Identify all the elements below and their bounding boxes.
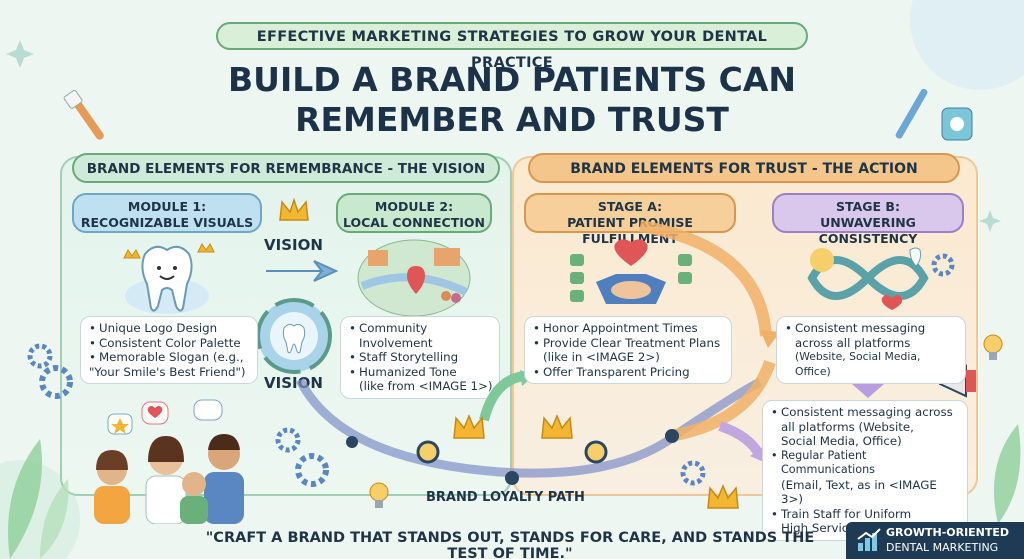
list-item-continuation: "Your Smile's Best Friend"): [89, 364, 246, 379]
module-1-title: RECOGNIZABLE VISUALS: [80, 215, 254, 230]
list-item: Offer Transparent Pricing: [533, 365, 725, 380]
module-1-number: MODULE 1:: [127, 199, 207, 214]
closing-quote: "CRAFT A BRAND THAT STANDS OUT, STANDS F…: [205, 530, 815, 559]
crown-icon: [707, 484, 739, 509]
title-line-2: REMEMBER AND TRUST: [295, 100, 729, 139]
lightbulb-icon: [369, 482, 389, 508]
list-item: Consistent Color Palette: [89, 336, 251, 351]
logo-line-2: DENTAL MARKETING: [886, 541, 999, 554]
list-item-continuation: High Service.: [781, 521, 860, 535]
title-line-1: BUILD A BRAND PATIENTS CAN: [228, 60, 796, 99]
consistency-detail-list: Consistent messaging across all platform…: [762, 400, 968, 541]
stage-b-list: Consistent messaging across all platform…: [776, 316, 966, 384]
list-item: Consistent messaging: [785, 321, 959, 336]
logo-line-1: GROWTH-ORIENTED: [886, 526, 1010, 539]
list-item-continuation: (Website, Social Media, Office): [795, 350, 921, 378]
list-item: Staff Storytelling: [349, 350, 493, 365]
module-1-header: MODULE 1: RECOGNIZABLE VISUALS: [72, 193, 262, 233]
list-item-continuation: (like in <IMAGE 2>): [543, 350, 660, 364]
stage-a-header: STAGE A: PATIENT PROMISE FULFILLMENT: [524, 193, 736, 246]
leaf-decoration: [8, 439, 69, 559]
module-2-list: Community Involvement Staff Storytelling…: [340, 316, 500, 399]
page-title: BUILD A BRAND PATIENTS CAN REMEMBER AND …: [120, 60, 904, 140]
list-item: Train Staff for Uniform: [771, 507, 961, 522]
lightbulb-icon: [983, 334, 1003, 360]
vision-label-top: VISION: [264, 236, 323, 254]
list-item-continuation: Social Media, Office): [781, 434, 902, 448]
list-item-continuation: (Email, Text, as in <IMAGE 3>): [781, 477, 937, 507]
trust-header: BRAND ELEMENTS FOR TRUST - THE ACTION: [528, 153, 960, 183]
list-item: Honor Appointment Times: [533, 321, 725, 336]
family-illustration: [94, 399, 244, 524]
list-item: Community Involvement: [349, 321, 493, 350]
crown-icon: [541, 414, 573, 439]
brand-loyalty-path-label: BRAND LOYALTY PATH: [426, 490, 585, 505]
top-banner: EFFECTIVE MARKETING STRATEGIES TO GROW Y…: [216, 22, 808, 71]
stage-a-number: STAGE A:: [597, 199, 663, 214]
gear-icon: [680, 460, 706, 486]
toothbrush-icon: [63, 89, 104, 140]
module-2-title: LOCAL CONNECTION: [342, 215, 485, 230]
list-item-continuation: across all platforms: [795, 335, 911, 350]
remembrance-header: BRAND ELEMENTS FOR REMEMBRANCE - THE VIS…: [72, 153, 500, 183]
stage-b-number: STAGE B:: [836, 199, 900, 214]
stage-b-title: UNWAVERING CONSISTENCY: [818, 215, 918, 246]
module-1-list: Unique Logo Design Consistent Color Pale…: [80, 316, 258, 384]
gear-icon: [27, 343, 73, 399]
toothbrush-floss-icon: [895, 88, 973, 141]
list-item: Memorable Slogan (e.g.,: [89, 350, 251, 365]
crown-icon: [453, 414, 485, 439]
stage-b-header: STAGE B: UNWAVERING CONSISTENCY: [772, 193, 964, 246]
smiling-tooth-icon: [123, 243, 215, 314]
infinity-loop-icon: [807, 247, 929, 310]
module-2-header: MODULE 2: LOCAL CONNECTION: [336, 193, 492, 233]
list-item-continuation: all platforms (Website,: [781, 419, 914, 434]
stage-a-list: Honor Appointment Times Provide Clear Tr…: [524, 316, 732, 384]
list-item: Consistent messaging across: [771, 405, 961, 420]
list-item: Humanized Tone: [349, 365, 493, 380]
list-item: Provide Clear Treatment Plans: [533, 336, 725, 351]
handshake-checklist-icon: [570, 239, 692, 304]
gear-icon: [275, 427, 329, 487]
arrow-right-icon: [266, 260, 339, 282]
gear-icon: [931, 253, 955, 277]
list-item: Unique Logo Design: [89, 321, 251, 336]
module-2-number: MODULE 2:: [374, 199, 454, 214]
vision-tooth-circle: [256, 298, 332, 374]
crown-icon: [279, 197, 309, 221]
list-item-continuation: (like from <IMAGE 1>): [359, 379, 493, 393]
list-item: Regular Patient Communications: [771, 449, 961, 478]
growth-chart-icon: [857, 528, 881, 551]
leaf-decoration: [993, 424, 1021, 524]
town-map-icon: [357, 239, 471, 316]
